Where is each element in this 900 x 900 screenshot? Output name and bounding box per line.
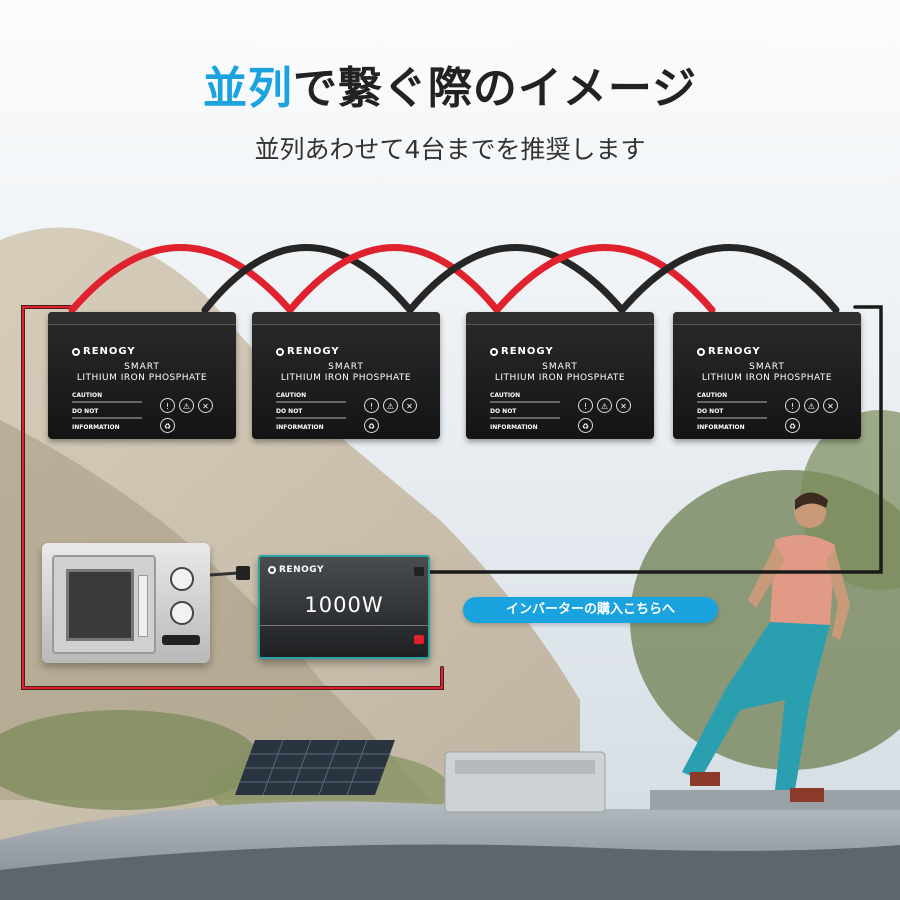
battery-donot-label: DO NOT [72,408,99,415]
hazard-icon: ♻ [785,418,800,433]
title-rest: で繋ぐ際のイメージ [292,63,698,114]
battery-donot-label: DO NOT [276,408,303,415]
battery-smart-label: SMART [124,362,160,372]
hazard-icon: ! [785,398,800,413]
hazard-icon: ✕ [823,398,838,413]
battery-fine-print [276,401,346,403]
battery-4: RENOGY SMART LITHIUM IRON PHOSPHATE CAUT… [673,312,861,439]
battery-lid [466,312,654,325]
battery-fine-print [697,401,767,403]
hazard-icon: ✕ [402,398,417,413]
page-subtitle: 並列あわせて4台までを推奨します [254,135,646,164]
battery-brand-text: RENOGY [287,346,340,357]
inverter-divider [260,625,428,626]
battery-type-label: LITHIUM IRON PHOSPHATE [494,373,626,383]
microwave-icon [42,543,210,663]
renogy-logo-icon [268,566,276,574]
battery-hazard-icons: ! ⚠ ✕ ♻ [576,394,636,434]
battery-info-label: INFORMATION [490,424,538,431]
battery-3: RENOGY SMART LITHIUM IRON PHOSPHATE CAUT… [466,312,654,439]
hazard-icon: ⚠ [804,398,819,413]
inverter-brand: RENOGY [268,565,324,575]
renogy-logo-icon [72,348,80,356]
hazard-icon: ! [364,398,379,413]
battery-brand-text: RENOGY [708,346,761,357]
battery-donot-label: DO NOT [490,408,517,415]
battery-smart-label: SMART [328,362,364,372]
battery-lid [673,312,861,325]
battery-fine-print [72,417,142,419]
battery-caution-label: CAUTION [72,392,103,399]
battery-caution-label: CAUTION [276,392,307,399]
battery-hazard-icons: ! ⚠ ✕ ♻ [158,394,218,434]
battery-fine-print [697,417,767,419]
hazard-icon: ✕ [198,398,213,413]
battery-smart-label: SMART [542,362,578,372]
battery-info-label: INFORMATION [276,424,324,431]
battery-brand: RENOGY [697,346,761,357]
microwave-door [52,555,156,654]
battery-brand-text: RENOGY [83,346,136,357]
battery-caution-label: CAUTION [697,392,728,399]
buy-inverter-button[interactable]: インバーターの購入こちらへ [463,597,718,623]
hazard-icon: ! [160,398,175,413]
inverter-positive-terminal [414,635,424,644]
microwave-button [162,635,200,645]
battery-fine-print [276,417,346,419]
title-accent: 並列 [202,63,293,114]
battery-type-label: LITHIUM IRON PHOSPHATE [701,373,833,383]
inverter: RENOGY 1000W [258,555,430,659]
microwave-knob [170,567,194,591]
battery-info-label: INFORMATION [72,424,120,431]
battery-fine-print [490,401,560,403]
inverter-power-label: 1000W [304,593,384,617]
battery-hazard-icons: ! ⚠ ✕ ♻ [362,394,422,434]
renogy-logo-icon [697,348,705,356]
battery-brand: RENOGY [276,346,340,357]
hazard-icon: ⚠ [179,398,194,413]
hazard-icon: ! [578,398,593,413]
battery-brand: RENOGY [72,346,136,357]
hazard-icon: ♻ [160,418,175,433]
battery-smart-label: SMART [749,362,785,372]
page-title: 並列で繋ぐ際のイメージ [0,52,900,116]
battery-fine-print [490,417,560,419]
battery-fine-print [72,401,142,403]
battery-type-label: LITHIUM IRON PHOSPHATE [280,373,412,383]
battery-lid [252,312,440,325]
battery-caution-label: CAUTION [490,392,521,399]
hazard-icon: ✕ [616,398,631,413]
inverter-brand-text: RENOGY [279,565,324,575]
battery-1: RENOGY SMART LITHIUM IRON PHOSPHATE CAUT… [48,312,236,439]
hazard-icon: ⚠ [597,398,612,413]
inverter-negative-terminal [414,567,424,576]
renogy-logo-icon [490,348,498,356]
hazard-icon: ⚠ [383,398,398,413]
microwave-knob [170,601,194,625]
hazard-icon: ♻ [578,418,593,433]
battery-type-label: LITHIUM IRON PHOSPHATE [76,373,208,383]
battery-brand: RENOGY [490,346,554,357]
battery-2: RENOGY SMART LITHIUM IRON PHOSPHATE CAUT… [252,312,440,439]
renogy-logo-icon [276,348,284,356]
microwave-window [66,569,134,641]
battery-info-label: INFORMATION [697,424,745,431]
battery-hazard-icons: ! ⚠ ✕ ♻ [783,394,843,434]
battery-lid [48,312,236,325]
battery-brand-text: RENOGY [501,346,554,357]
microwave-handle [138,575,148,637]
hazard-icon: ♻ [364,418,379,433]
battery-donot-label: DO NOT [697,408,724,415]
